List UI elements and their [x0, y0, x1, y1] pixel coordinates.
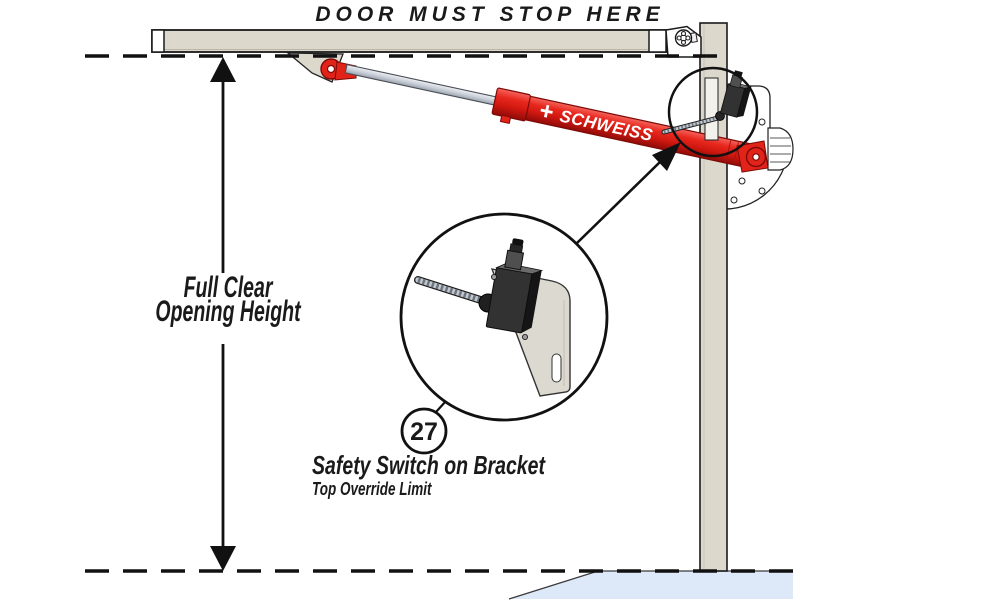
callout-arrow: [576, 142, 681, 244]
limit-switch-body-detail: [485, 238, 544, 334]
arrowhead-up-icon: [210, 57, 236, 82]
door-beam: [151, 29, 668, 53]
floor-slab: [508, 570, 793, 600]
arrowhead-down-icon: [210, 546, 236, 571]
switch-bracket: [704, 77, 719, 141]
callout-arrowhead-icon: [652, 142, 681, 171]
ribbed-hinge-bracket: [767, 127, 794, 171]
door-stop-title: DOOR MUST STOP HERE: [315, 3, 665, 26]
beam-left-cap: [151, 29, 165, 53]
detail-circle: [399, 212, 609, 422]
callout-number-balloon: 27: [400, 400, 448, 455]
switch-highlight-circle: [667, 66, 759, 158]
top-override-limit-label: Top Override Limit: [312, 479, 432, 499]
callout-number-text: 27: [410, 418, 438, 446]
full-clear-opening-height-label: Full Clear Opening Height: [116, 271, 339, 328]
dim-label-line1: Full Clear: [183, 271, 273, 304]
dim-label-line2: Opening Height: [155, 295, 301, 328]
limit-switch-body: [719, 70, 752, 118]
beam-post-hinge: [665, 25, 702, 58]
switch-actuator-rod-detail: [414, 276, 494, 307]
cylinder-collar: [491, 87, 531, 122]
cylinder-rod: [344, 63, 512, 109]
dimension-arrow: [210, 57, 236, 571]
bracket-slot: [551, 353, 562, 383]
beam-right-cap: [648, 29, 667, 53]
safety-switch-on-post: [661, 70, 752, 141]
safety-switch-label: Safety Switch on Bracket: [312, 450, 545, 480]
